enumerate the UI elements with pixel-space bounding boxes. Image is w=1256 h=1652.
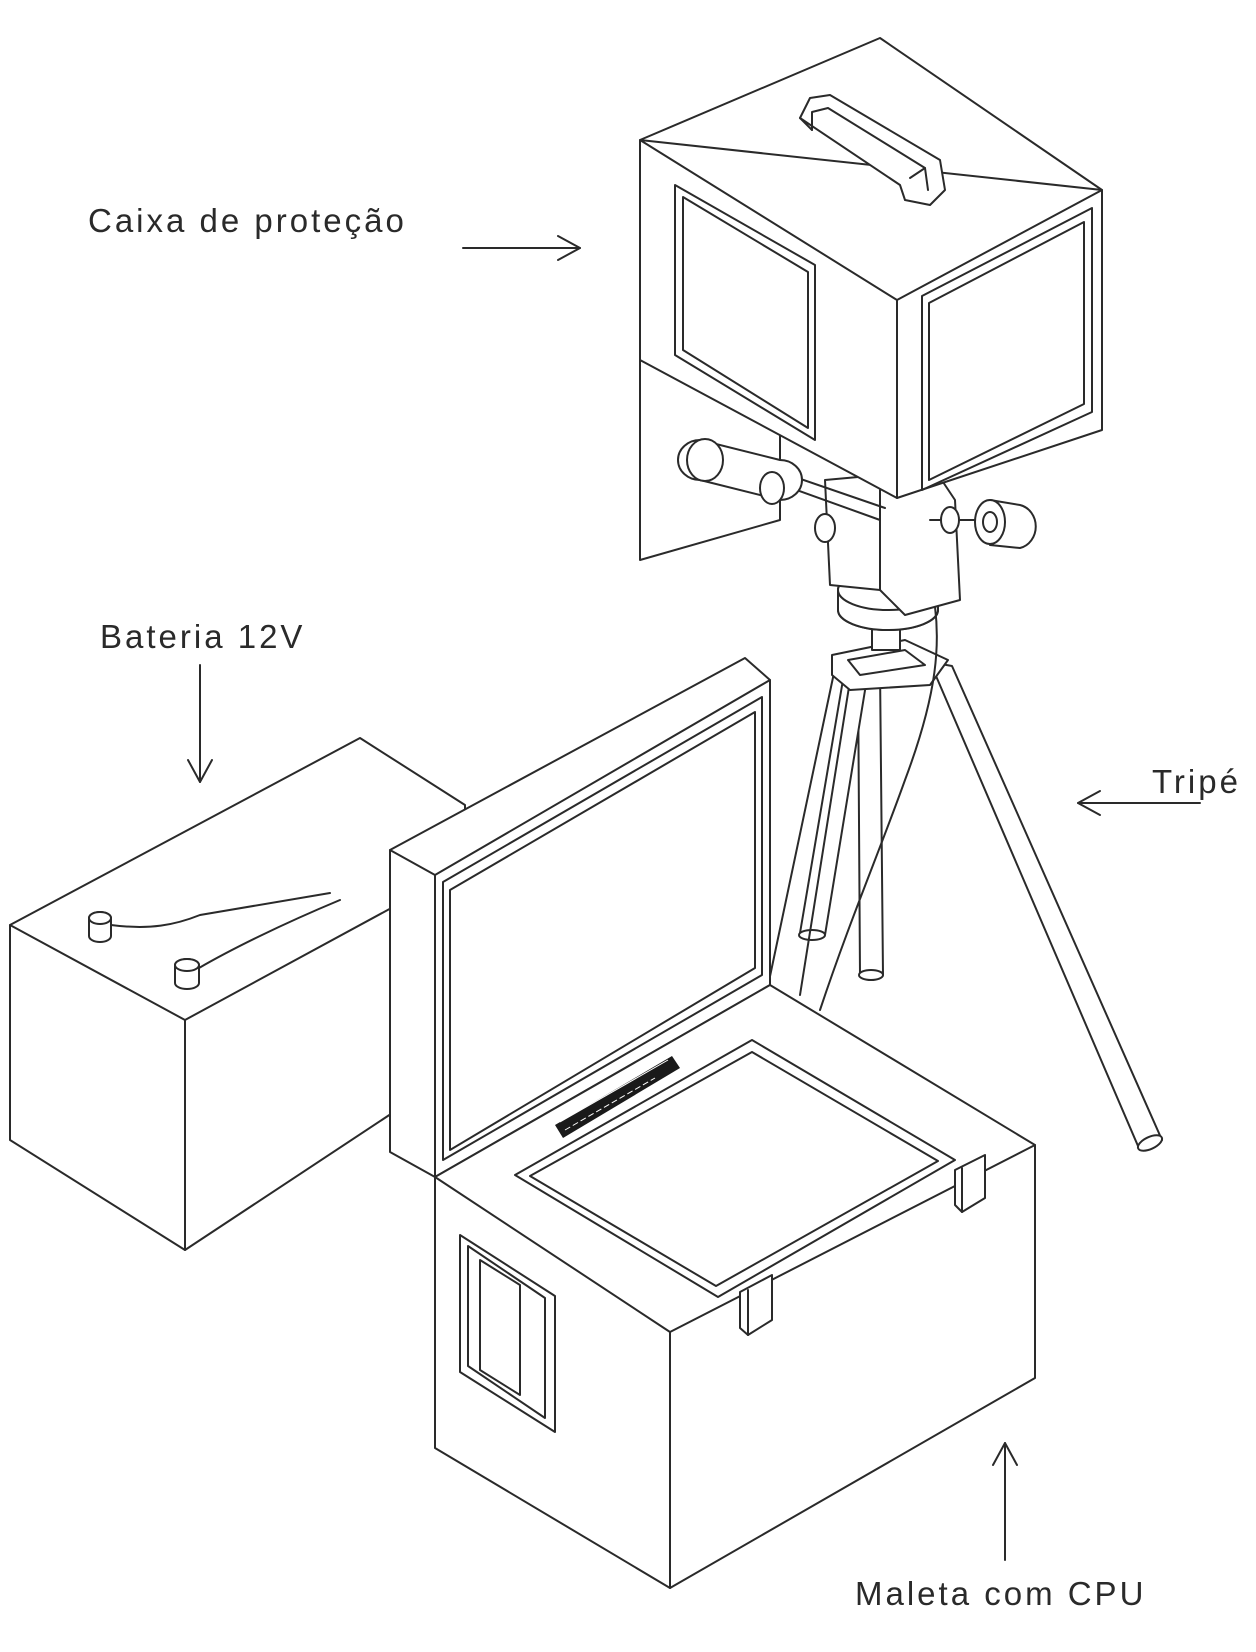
protective-box-drawing <box>639 37 1103 616</box>
cpu-case-label: Maleta com CPU <box>855 1575 1146 1612</box>
label-plate <box>555 1056 680 1138</box>
cpu-case-drawing <box>389 657 1036 1589</box>
arrow-left-icon <box>1077 790 1201 816</box>
carry-handle-icon <box>799 94 946 206</box>
side-handle-recess <box>459 1234 556 1433</box>
protective-box-label: Caixa de proteção <box>88 202 407 239</box>
battery-terminal-icon <box>88 911 112 943</box>
latch-icon <box>739 1274 773 1336</box>
battery-drawing <box>9 737 466 1251</box>
battery-terminal-icon <box>174 958 200 990</box>
tripod-drawing <box>764 569 1164 1152</box>
left-handle-icon <box>677 438 886 543</box>
latch-icon <box>954 1154 986 1213</box>
label-protective-box: Caixa de proteção <box>88 202 581 261</box>
battery-label: Bateria 12V <box>100 618 305 655</box>
label-tripod: Tripé <box>1077 763 1241 816</box>
label-battery: Bateria 12V <box>100 618 305 783</box>
arrow-up-icon <box>992 1442 1018 1561</box>
arrow-right-icon <box>462 235 581 261</box>
right-handle-icon <box>929 499 1037 549</box>
tripod-label: Tripé <box>1152 763 1241 800</box>
arrow-down-icon <box>187 664 213 783</box>
label-cpu-case: Maleta com CPU <box>855 1442 1146 1612</box>
